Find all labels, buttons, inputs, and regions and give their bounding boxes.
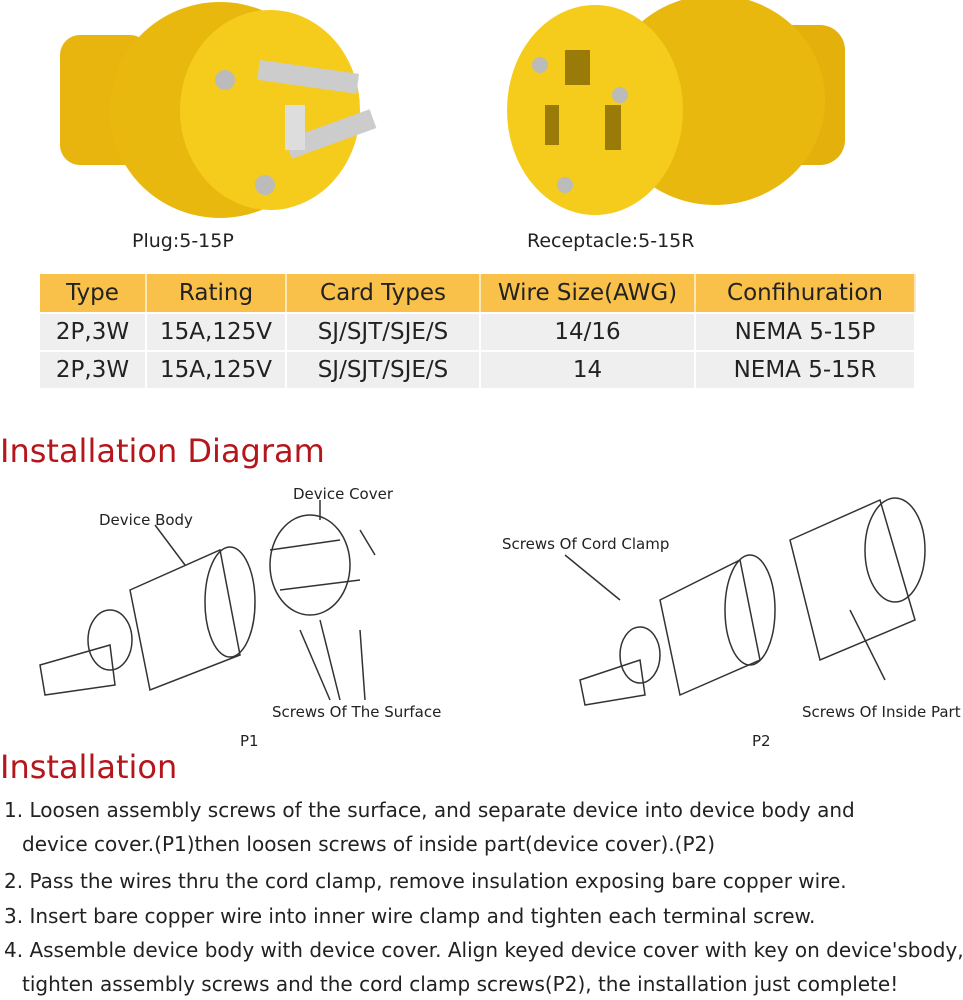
- cell: 2P,3W: [40, 314, 147, 350]
- label-device-body: Device Body: [99, 511, 193, 529]
- step-4-cont: tighten assembly screws and the cord cla…: [22, 972, 899, 996]
- table-header-row: Type Rating Card Types Wire Size(AWG) Co…: [40, 274, 916, 312]
- cell: 2P,3W: [40, 352, 147, 388]
- spec-table: Type Rating Card Types Wire Size(AWG) Co…: [40, 272, 916, 390]
- label-screws-surface: Screws Of The Surface: [272, 703, 442, 721]
- cell: NEMA 5-15R: [696, 352, 916, 388]
- plug-caption: Plug:5-15P: [132, 230, 234, 252]
- label-screws-inside: Screws Of Inside Part: [802, 703, 961, 721]
- diagram-p2: [564, 497, 926, 706]
- installation-diagram: [39, 497, 926, 706]
- cell: SJ/SJT/SJE/S: [287, 352, 481, 388]
- installation-title: Installation: [0, 748, 178, 786]
- cell: 14: [481, 352, 696, 388]
- cell: 14/16: [481, 314, 696, 350]
- diagram-title: Installation Diagram: [0, 432, 325, 470]
- label-screws-clamp: Screws Of Cord Clamp: [502, 535, 670, 553]
- label-p2: P2: [752, 732, 771, 750]
- step-4: 4. Assemble device body with device cove…: [4, 938, 963, 962]
- plug-image: [60, 2, 377, 218]
- table-row: 2P,3W 15A,125V SJ/SJT/SJE/S 14 NEMA 5-15…: [40, 352, 916, 388]
- header-wire-size: Wire Size(AWG): [481, 274, 696, 312]
- label-p1: P1: [240, 732, 259, 750]
- header-configuration: Confihuration: [696, 274, 916, 312]
- receptacle-image: [507, 0, 845, 215]
- step-1-cont: device cover.(P1)then loosen screws of i…: [22, 832, 716, 856]
- step-1: 1. Loosen assembly screws of the surface…: [4, 798, 855, 822]
- header-rating: Rating: [147, 274, 287, 312]
- cell: 15A,125V: [147, 314, 287, 350]
- cell: 15A,125V: [147, 352, 287, 388]
- table-row: 2P,3W 15A,125V SJ/SJT/SJE/S 14/16 NEMA 5…: [40, 314, 916, 350]
- header-type: Type: [40, 274, 147, 312]
- cell: SJ/SJT/SJE/S: [287, 314, 481, 350]
- header-card-types: Card Types: [287, 274, 481, 312]
- step-3: 3. Insert bare copper wire into inner wi…: [4, 904, 816, 928]
- step-2: 2. Pass the wires thru the cord clamp, r…: [4, 869, 847, 893]
- cell: NEMA 5-15P: [696, 314, 916, 350]
- receptacle-caption: Receptacle:5-15R: [527, 230, 695, 252]
- label-device-cover: Device Cover: [293, 485, 393, 503]
- diagram-p1: [39, 500, 376, 701]
